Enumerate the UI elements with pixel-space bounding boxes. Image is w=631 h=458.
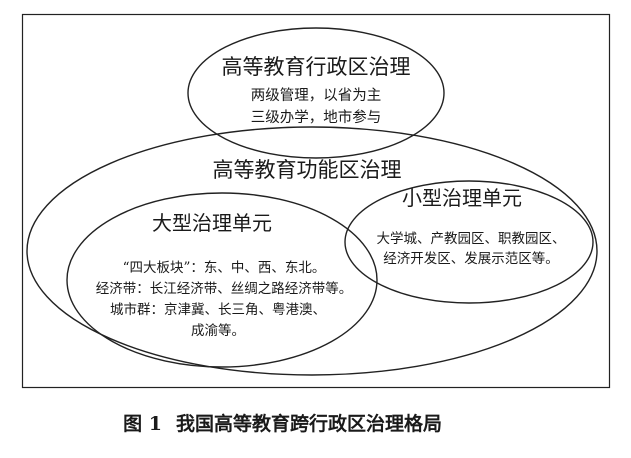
figure-caption-text: 我国高等教育跨行政区治理格局 — [176, 412, 442, 435]
small-unit-title: 小型治理单元 — [402, 186, 522, 210]
small-unit-line-1: 大学城、产教园区、职教园区、 — [377, 231, 566, 247]
functional-governance-title: 高等教育功能区治理 — [213, 158, 402, 182]
large-unit-line-1: “四大板块”：东、中、西、东北。 — [123, 260, 326, 276]
admin-governance-line-1: 两级管理，以省为主 — [251, 87, 382, 104]
figure-caption-label: 图 1 — [123, 413, 162, 435]
large-unit-line-3: 城市群：京津冀、长三角、粤港澳、 — [110, 301, 326, 318]
small-unit-ellipse — [344, 180, 594, 304]
large-unit-line-4: 成渝等。 — [191, 322, 245, 339]
functional-governance-ellipse — [26, 126, 598, 376]
large-unit-line-2: 经济带：长江经济带、丝绸之路经济带等。 — [96, 280, 353, 297]
admin-governance-line-2: 三级办学，地市参与 — [251, 109, 382, 126]
large-unit-ellipse — [66, 192, 378, 368]
diagram-frame — [21, 13, 611, 389]
admin-governance-title: 高等教育行政区治理 — [222, 55, 411, 79]
small-unit-line-2: 经济开发区、发展示范区等。 — [383, 250, 559, 267]
admin-governance-ellipse — [187, 27, 445, 159]
large-unit-title: 大型治理单元 — [152, 211, 272, 235]
